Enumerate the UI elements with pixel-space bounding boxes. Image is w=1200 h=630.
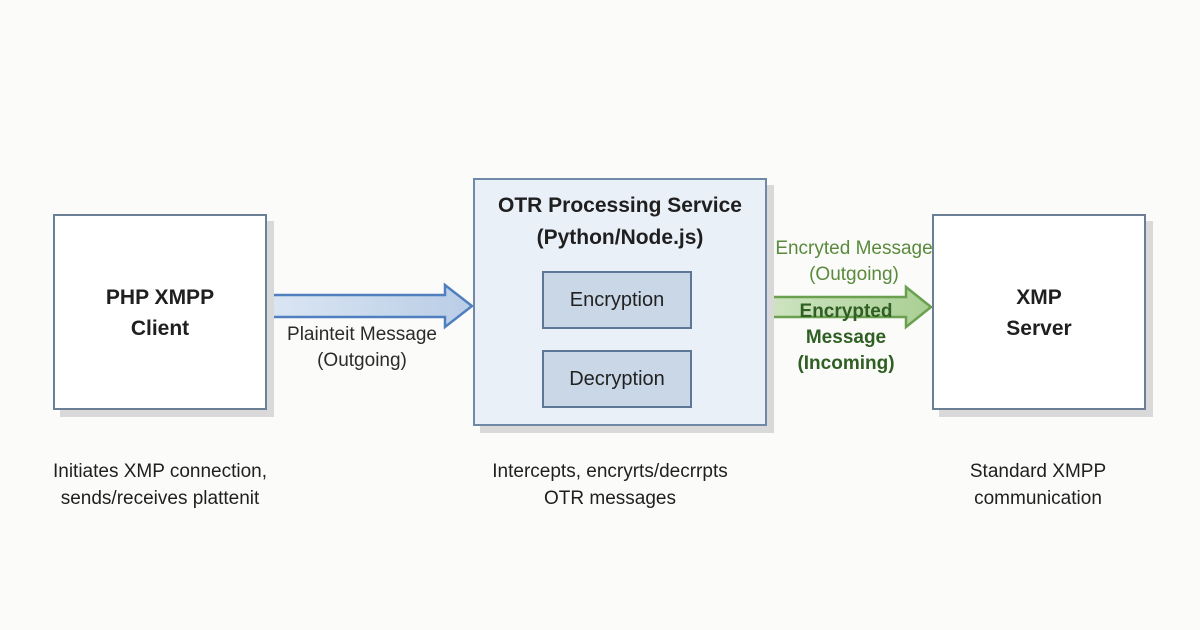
client-title-line2: Client	[130, 317, 190, 340]
server-caption: Standard XMPP communication	[918, 458, 1158, 512]
server-caption-line1: Standard XMPP	[969, 461, 1107, 482]
service-title-line2: (Python/Node.js)	[536, 226, 704, 249]
encrypted-in-line1: Encrypted	[799, 301, 893, 322]
encrypted-flow-arrow	[765, 284, 934, 330]
encryption-box: Encryption	[542, 271, 692, 329]
service-caption-line2: OTR messages	[544, 488, 676, 509]
server-caption-line2: communication	[974, 488, 1102, 509]
service-caption: Intercepts, encryrts/decrrpts OTR messag…	[460, 458, 760, 512]
client-caption-line1: Initiates XMP connection,	[52, 461, 268, 482]
encrypted-incoming-label: Encrypted Message (Incoming)	[770, 299, 922, 377]
service-title-line1: OTR Processing Service	[498, 194, 742, 217]
xmp-server-box: XMP Server	[932, 214, 1146, 410]
service-caption-line1: Intercepts, encryrts/decrrpts	[492, 461, 728, 482]
encrypted-in-line3: (Incoming)	[797, 353, 895, 374]
client-caption-line2: sends/receives plattenit	[60, 488, 260, 509]
plaintext-label-line1: Plainteit Message	[287, 324, 437, 345]
encrypted-outgoing-label: Encryted Message (Outgoing)	[758, 236, 950, 288]
plaintext-flow-arrow	[265, 282, 475, 330]
encrypted-in-line2: Message	[805, 327, 887, 348]
server-title: XMP Server	[934, 282, 1144, 344]
encrypted-out-line2: (Outgoing)	[809, 264, 899, 285]
client-title: PHP XMPP Client	[55, 282, 265, 344]
server-title-line2: Server	[1006, 317, 1072, 340]
decryption-box: Decryption	[542, 350, 692, 408]
service-title: OTR Processing Service (Python/Node.js)	[475, 190, 765, 254]
server-title-line1: XMP	[1016, 286, 1062, 309]
encrypted-out-line1: Encryted Message	[775, 238, 933, 259]
client-title-line1: PHP XMPP	[105, 286, 215, 309]
plaintext-message-label: Plainteit Message (Outgoing)	[262, 322, 462, 374]
otr-processing-service-box: OTR Processing Service (Python/Node.js) …	[473, 178, 767, 426]
plaintext-label-line2: (Outgoing)	[317, 350, 407, 371]
client-caption: Initiates XMP connection, sends/receives…	[20, 458, 300, 512]
php-xmpp-client-box: PHP XMPP Client	[53, 214, 267, 410]
